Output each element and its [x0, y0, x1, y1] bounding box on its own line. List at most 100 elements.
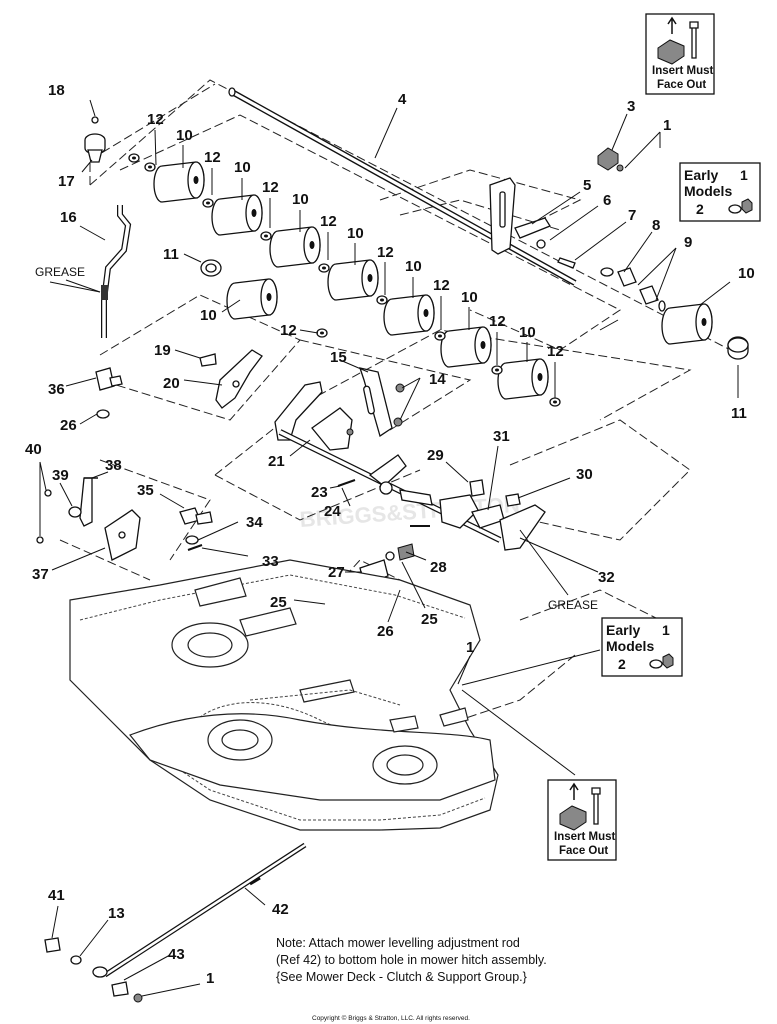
bolt-icon: [591, 787, 601, 825]
callout-7: 7: [628, 207, 636, 224]
washer-icon: [728, 204, 742, 214]
lever-handle-16: [84, 116, 132, 338]
callout-12: 12: [433, 277, 450, 294]
callout-25: 25: [270, 594, 287, 611]
roller-5: [383, 294, 435, 336]
early-ref-1: 1: [662, 622, 670, 638]
callout-10: 10: [200, 307, 217, 324]
callout-11: 11: [731, 405, 747, 422]
arrow-up-icon: [569, 782, 579, 800]
callout-36: 36: [48, 381, 65, 398]
note-line-2: (Ref 42) to bottom hole in mower hitch a…: [276, 953, 547, 967]
callout-20: 20: [163, 375, 180, 392]
callout-5: 5: [583, 177, 591, 194]
callout-10: 10: [292, 191, 309, 208]
callout-1: 1: [466, 639, 474, 656]
callout-23: 23: [311, 484, 328, 501]
callout-26: 26: [60, 417, 77, 434]
mower-deck: [69, 559, 499, 831]
insert-text-line1: Insert Must: [652, 65, 714, 77]
callout-42: 42: [272, 901, 289, 918]
nut-icon: [741, 198, 753, 214]
roller-8: [226, 278, 278, 320]
early-models-box-bottom: Early 1 Models 2: [601, 617, 683, 677]
callout-10: 10: [347, 225, 364, 242]
callout-30: 30: [576, 466, 593, 483]
left-hardware-group: [36, 477, 213, 561]
callout-4: 4: [398, 91, 407, 108]
bolt-icon: [689, 21, 699, 59]
arrow-up-icon: [667, 16, 677, 34]
roller-4: [327, 259, 379, 301]
models-text: Models: [684, 183, 732, 199]
callout-13: 13: [108, 905, 125, 922]
roller-bushing-11-right: [727, 336, 749, 360]
callout-26: 26: [377, 623, 394, 640]
callout-24: 24: [324, 503, 341, 520]
callout-18: 18: [48, 82, 65, 99]
roller-7: [497, 358, 549, 400]
callout-28: 28: [430, 559, 447, 576]
level-rod-42: [44, 842, 307, 1003]
callout-12: 12: [147, 111, 164, 128]
callout-27: 27: [328, 564, 345, 581]
roller-9: [661, 303, 713, 345]
insert-text-line1: Insert Must: [554, 831, 616, 843]
nut-icon: [662, 653, 674, 669]
callout-32: 32: [598, 569, 615, 586]
washer-4-hole: [264, 234, 268, 238]
washer-1-hole: [132, 156, 136, 160]
callout-14: 14: [429, 371, 446, 388]
collar-36: [95, 367, 123, 419]
callout-10: 10: [738, 265, 755, 282]
washer-10-hole: [320, 331, 324, 335]
washer-5-hole: [322, 266, 326, 270]
early-ref-2: 2: [618, 656, 626, 672]
insert-text-line2: Face Out: [559, 845, 608, 857]
callout-16: 16: [60, 209, 77, 226]
callout-34: 34: [246, 514, 263, 531]
bolts-29-30: [469, 479, 521, 507]
callout-10: 10: [234, 159, 251, 176]
callout-8: 8: [652, 217, 660, 234]
callout-38: 38: [105, 457, 122, 474]
callout-6: 6: [603, 192, 611, 209]
callout-10: 10: [519, 324, 536, 341]
callout-3: 3: [627, 98, 635, 115]
roller-bushing-11-left: [200, 259, 222, 277]
callout-19: 19: [154, 342, 171, 359]
arm-assembly-21: [274, 381, 546, 551]
callout-17: 17: [58, 173, 75, 190]
nut-icon: [657, 39, 685, 65]
adjust-bracket: [489, 177, 576, 269]
washer-2-hole: [148, 165, 152, 169]
roller-3: [269, 226, 321, 268]
callout-12: 12: [377, 244, 394, 261]
roller-6: [440, 326, 492, 368]
washer-9-hole: [553, 400, 557, 404]
bracket-15: [359, 367, 405, 438]
early-text: Early: [684, 167, 718, 183]
assembly-note: Note: Attach mower levelling adjustment …: [276, 936, 547, 984]
callout-12: 12: [489, 313, 506, 330]
note-line-3: {See Mower Deck - Clutch & Support Group…: [276, 970, 527, 984]
grease-label-right: GREASE: [548, 598, 598, 612]
callout-12: 12: [262, 179, 279, 196]
callout-12: 12: [320, 213, 337, 230]
callout-25: 25: [421, 611, 438, 628]
callout-35: 35: [137, 482, 154, 499]
early-ref-1: 1: [740, 167, 748, 183]
note-line-1: Note: Attach mower levelling adjustment …: [276, 936, 520, 950]
early-models-box-top: Early 1 Models 2: [679, 162, 761, 222]
roller-2: [211, 194, 263, 236]
callout-33: 33: [262, 553, 279, 570]
callout-31: 31: [493, 428, 510, 445]
early-text: Early: [606, 622, 640, 638]
bracket-20: [199, 349, 263, 409]
washer-3-hole: [206, 201, 210, 205]
nut-icon: [559, 805, 587, 831]
early-ref-2: 2: [696, 201, 704, 217]
spacer-parts-8-9: [600, 267, 666, 312]
models-text: Models: [606, 638, 654, 654]
